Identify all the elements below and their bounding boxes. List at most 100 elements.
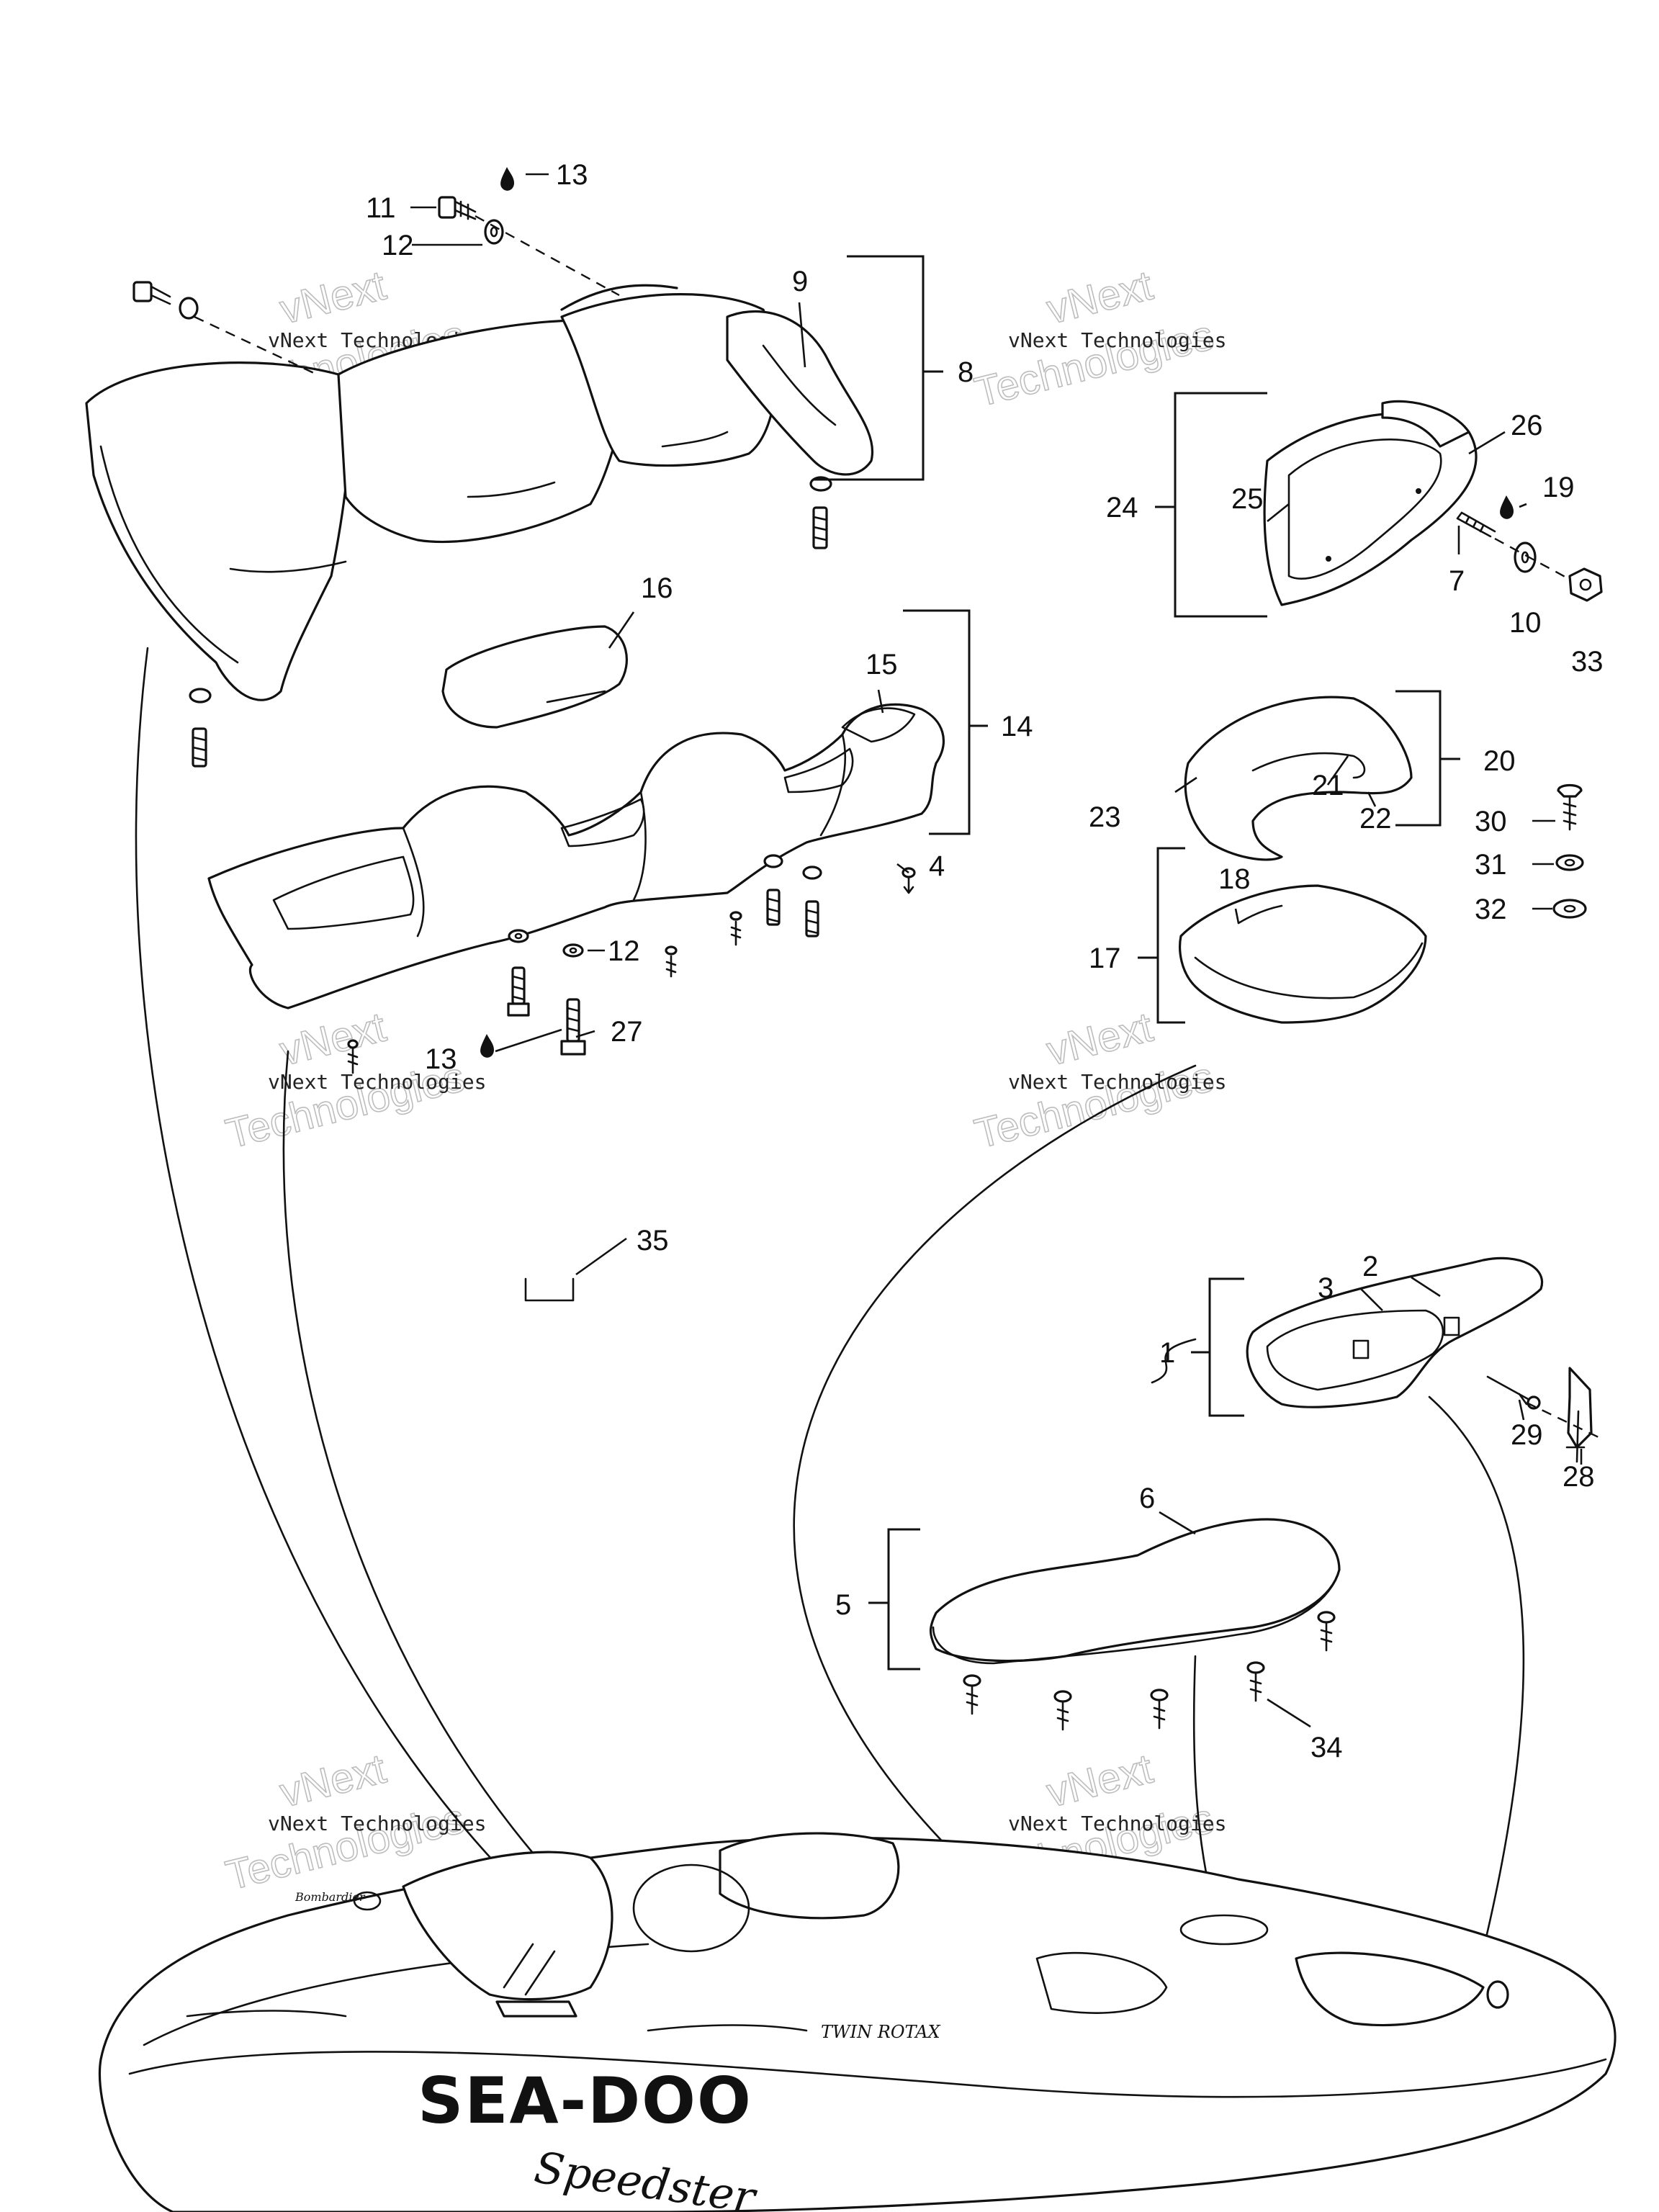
guide-curve-seat <box>282 1050 577 1902</box>
watermark-outline-top: vNext <box>1042 1745 1157 1817</box>
bracket-8 <box>814 255 925 481</box>
callout-29: 29 <box>1511 1419 1543 1451</box>
callout-30: 30 <box>1475 806 1507 837</box>
bolt-27 <box>560 998 586 1056</box>
callout-15: 15 <box>866 649 898 680</box>
seat-fold-2 <box>632 791 647 902</box>
callout-32: 32 <box>1475 894 1507 925</box>
callout-13-top: 13 <box>556 159 588 191</box>
part-9-inner-line <box>762 344 837 426</box>
callout-2: 2 <box>1362 1251 1378 1282</box>
part-6-cushion-top <box>929 1518 1341 1663</box>
seat-panel-2 <box>560 798 645 848</box>
callout-28: 28 <box>1563 1461 1595 1493</box>
callout-21: 21 <box>1312 770 1344 801</box>
part-14-seat-body <box>207 703 945 1010</box>
callout-24: 24 <box>1106 492 1138 523</box>
watermark-brand-line: vNext Technologies <box>1008 328 1226 352</box>
watermark-mid-right: vNext Technologies vNext Technologies <box>970 1003 1227 1159</box>
callout-31: 31 <box>1475 849 1507 881</box>
screw-34 <box>1053 1690 1072 1731</box>
washer-10 <box>1514 541 1537 573</box>
steering-wheel <box>632 1863 750 1953</box>
boat-hull: SEA-DOO Speedster TWIN ROTAX Bombardier <box>98 1832 1617 2212</box>
bolt-11 <box>438 196 477 220</box>
stud-axis <box>1494 537 1578 585</box>
backrest-seam-2 <box>467 481 556 498</box>
screw-30 <box>1557 783 1583 831</box>
headrest-mount-point <box>1416 488 1421 494</box>
part-9-backrest-pad <box>726 310 874 476</box>
hull-stern-fitting <box>1486 1980 1509 2009</box>
watermark-brand-line: vNext Technologies <box>1008 1812 1226 1835</box>
callout-22: 22 <box>1359 803 1392 835</box>
callout-labels: 13 11 12 9 8 26 25 24 19 7 10 33 16 15 1… <box>366 159 1604 1763</box>
threadlocker-drop-icon <box>500 167 514 191</box>
callout-12-seat: 12 <box>608 935 640 967</box>
part-3-handle-insert <box>1266 1309 1444 1391</box>
seat-panel-3 <box>783 747 854 793</box>
hull-rear-hatch <box>1179 1914 1269 1946</box>
bolt-rear-left-axis <box>194 315 318 376</box>
cushion-5-assembly <box>929 1518 1341 1731</box>
callout-11: 11 <box>366 192 396 224</box>
bracket-1 <box>1208 1277 1244 1417</box>
screw-34 <box>1246 1661 1265 1702</box>
watermark-outline-top: vNext <box>275 262 390 333</box>
backrest-seam-3 <box>661 431 729 448</box>
watermark-outline-top: vNext <box>1042 262 1157 333</box>
callout-4: 4 <box>929 850 945 882</box>
washer-32 <box>1552 899 1587 919</box>
stud-7 <box>1456 511 1496 538</box>
hull-graphics <box>186 2010 808 2032</box>
callout-20: 20 <box>1483 745 1516 777</box>
washer-31 <box>1555 854 1584 871</box>
callout-13-seat: 13 <box>425 1043 457 1075</box>
rivet-29 <box>1486 1375 1541 1410</box>
callout-34: 34 <box>1310 1732 1343 1763</box>
bolt-11-axis <box>475 215 620 297</box>
hull-deck-decal: TWIN ROTAX <box>821 2022 941 2042</box>
seat-screw <box>729 911 742 946</box>
threadlocker-drop-icon <box>1500 495 1514 519</box>
nut-33 <box>1568 567 1603 602</box>
watermark-brand-line: vNext Technologies <box>268 1070 486 1094</box>
backrest-end-cap <box>85 361 351 701</box>
grab-ring-assembly <box>1184 696 1413 861</box>
rivet-axis <box>1526 1401 1599 1439</box>
callout-1: 1 <box>1159 1337 1175 1369</box>
seat-assembly <box>207 703 945 1010</box>
hull-maker-badge: Bombardier <box>295 1890 366 1904</box>
seat-bolt <box>802 866 822 938</box>
screw-34 <box>1150 1689 1169 1730</box>
bracket-17 <box>1156 847 1185 1024</box>
screw-34 <box>963 1674 981 1715</box>
bolt-9-bottom <box>809 476 832 549</box>
callout-18: 18 <box>1218 863 1251 895</box>
pad-16-body <box>441 625 628 729</box>
bracket-28 <box>1565 1367 1593 1463</box>
part-18-cushion-pad-line <box>1237 904 1283 925</box>
part-25-headrest-insert <box>1287 439 1442 580</box>
watermark-outline-bottom: Technologies <box>970 1053 1218 1158</box>
washer-12-top <box>484 219 504 245</box>
bolt-backrest-bottom <box>189 688 212 768</box>
watermark-outline-top: vNext <box>1042 1004 1157 1075</box>
callout-12-top: 12 <box>382 230 414 261</box>
pad-16-line <box>546 690 606 703</box>
washer-seat-left <box>508 929 529 943</box>
part-5-cushion-base <box>932 1568 1341 1665</box>
bolt-rear-left <box>132 281 199 320</box>
part-15-seat-insert <box>841 707 916 743</box>
headrest-mount-point <box>1326 556 1331 562</box>
callout-5: 5 <box>835 1589 851 1621</box>
hull-maker-emblem <box>353 1891 382 1911</box>
handle-slot <box>1352 1339 1370 1359</box>
callout-6: 6 <box>1139 1483 1155 1514</box>
callout-27: 27 <box>611 1016 643 1048</box>
callout-7: 7 <box>1449 565 1465 597</box>
grab-handle-assembly <box>1246 1256 1599 1463</box>
hull-stern-platform <box>1295 1951 1485 2027</box>
backrest-seam-1 <box>229 560 347 573</box>
